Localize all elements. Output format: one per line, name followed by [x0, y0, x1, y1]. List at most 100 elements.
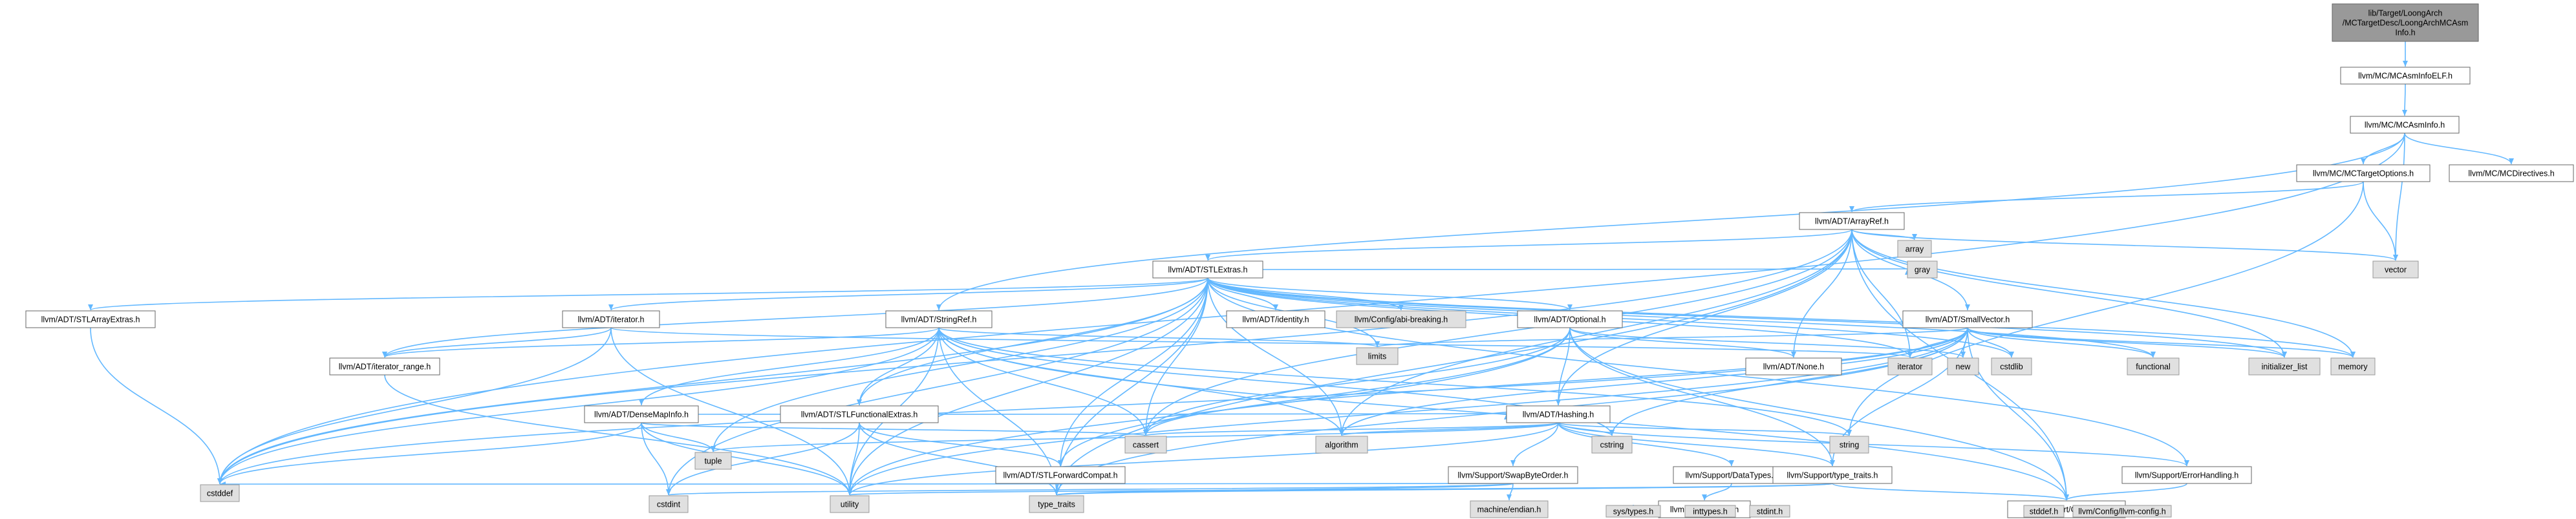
node-densemapinfo[interactable]: llvm/ADT/DenseMapInfo.h: [584, 405, 699, 423]
edge-hashing-to-swapbyteorder: [1510, 422, 1559, 467]
node-smallvector[interactable]: llvm/ADT/SmallVector.h: [1902, 310, 2033, 328]
node-string[interactable]: string: [1829, 436, 1869, 454]
node-utility[interactable]: utility: [830, 495, 870, 513]
node-array[interactable]: array: [1897, 240, 1932, 258]
edge-smallvector-to-limits: [1375, 327, 1968, 348]
node-stringref[interactable]: llvm/ADT/StringRef.h: [885, 310, 993, 328]
edge-stringref-to-densemapinfo: [639, 327, 939, 406]
edge-smallvector-to-memory: [1967, 327, 2356, 358]
edge-stlextras-to-utility: [847, 277, 1208, 496]
node-hashing[interactable]: llvm/ADT/Hashing.h: [1506, 405, 1611, 423]
node-box: [830, 495, 870, 513]
node-sys-types[interactable]: sys/types.h: [1605, 505, 1661, 518]
node-optional[interactable]: llvm/ADT/Optional.h: [1517, 310, 1623, 328]
node-memory[interactable]: memory: [2330, 357, 2376, 376]
edge-stlextras-to-stlarrayextras: [88, 277, 1208, 311]
node-cstdint[interactable]: cstdint: [649, 495, 689, 513]
node-stlarrayextras[interactable]: llvm/ADT/STLArrayExtras.h: [25, 310, 156, 328]
node-box: [2072, 505, 2172, 518]
node-swapbyteorder[interactable]: llvm/Support/SwapByteOrder.h: [1448, 466, 1578, 484]
node-box: [1356, 347, 1399, 365]
node-box: [1605, 505, 1661, 518]
node-functional[interactable]: functional: [2127, 357, 2180, 376]
node-gray[interactable]: gray: [1907, 260, 1938, 279]
node-label: llvm/MC/MCAsmInfoELF.h: [2358, 72, 2453, 81]
node-machine-endian[interactable]: machine/endian.h: [1470, 500, 1549, 518]
node-label: machine/endian.h: [1477, 505, 1541, 514]
node-label: tuple: [704, 457, 722, 466]
node-llvm-config[interactable]: llvm/Config/llvm-config.h: [2072, 505, 2172, 518]
edge-densemapinfo-to-cstddef: [217, 422, 642, 485]
node-stdint[interactable]: stdint.h: [1749, 505, 1790, 518]
node-box: [2332, 3, 2479, 42]
node-algorithm[interactable]: algorithm: [1315, 436, 1368, 454]
node-label: llvm/ADT/STLFunctionalExtras.h: [801, 410, 918, 419]
node-arrayref[interactable]: llvm/ADT/ArrayRef.h: [1799, 212, 1905, 230]
node-stlextras[interactable]: llvm/ADT/STLExtras.h: [1152, 260, 1263, 279]
node-mcasminfo[interactable]: llvm/MC/MCAsmInfo.h: [2350, 116, 2460, 134]
node-label: llvm/Config/llvm-config.h: [2078, 507, 2166, 516]
node-label: llvm/ADT/StringRef.h: [901, 315, 977, 324]
node-box: [200, 484, 240, 502]
node-label: llvm/ADT/iterator.h: [578, 315, 645, 324]
node-cstddef[interactable]: cstddef: [200, 484, 240, 502]
edge-optional-to-compiler: [1569, 327, 2069, 501]
node-box: [1448, 466, 1578, 484]
edge-arrayref-to-stlextras: [1205, 229, 1852, 261]
node-abibreaking[interactable]: llvm/Config/abi-breaking.h: [1336, 310, 1466, 328]
node-iterator[interactable]: llvm/ADT/iterator.h: [562, 310, 660, 328]
node-box: [1947, 357, 1979, 376]
node-type-traits-h[interactable]: llvm/Support/type_traits.h: [1772, 466, 1893, 484]
edge-swapbyteorder-to-cstddef: [219, 481, 1514, 487]
edge-stlfunctionalextras-to-cstdint: [666, 422, 860, 496]
node-root[interactable]: lib/Target/LoongArch/MCTargetDesc/LoongA…: [2332, 3, 2479, 42]
node-cstdlib[interactable]: cstdlib: [1991, 357, 2032, 376]
node-stlforwardcompat[interactable]: llvm/ADT/STLForwardCompat.h: [995, 466, 1126, 484]
node-new[interactable]: new: [1947, 357, 1979, 376]
edge-hashing-to-errorhandling: [1558, 422, 2189, 467]
node-inttypes[interactable]: inttypes.h: [1684, 505, 1736, 518]
node-label: llvm/ADT/ArrayRef.h: [1815, 217, 1889, 226]
edge-stlextras-to-memory: [1207, 277, 2356, 358]
node-box: [1517, 310, 1623, 328]
node-box: [2296, 164, 2431, 182]
edge-hashing-to-string: [1558, 422, 1852, 436]
node-mctargetoptions[interactable]: llvm/MC/MCTargetOptions.h: [2296, 164, 2431, 182]
node-type-traits[interactable]: type_traits: [1029, 495, 1084, 513]
node-limits[interactable]: limits: [1356, 347, 1399, 365]
node-vector[interactable]: vector: [2372, 260, 2419, 279]
node-box: [1887, 357, 1933, 376]
node-label: llvm/ADT/STLExtras.h: [1168, 266, 1248, 275]
node-tuple[interactable]: tuple: [694, 452, 732, 470]
node-label: lib/Target/LoongArch: [2368, 9, 2443, 18]
edge-iterator-to-iterator-range: [382, 327, 612, 358]
node-mcdirectives[interactable]: llvm/MC/MCDirectives.h: [2449, 164, 2574, 182]
node-errorhandling[interactable]: llvm/Support/ErrorHandling.h: [2121, 466, 2252, 484]
node-stlfunctionalextras[interactable]: llvm/ADT/STLFunctionalExtras.h: [780, 405, 939, 423]
edge-arrayref-to-cstddef: [217, 229, 1852, 485]
node-label: memory: [2338, 363, 2368, 372]
node-label: gray: [1915, 266, 1931, 275]
node-cassert[interactable]: cassert: [1124, 436, 1167, 454]
node-box: [1124, 436, 1167, 454]
node-iterator-range[interactable]: llvm/ADT/iterator_range.h: [329, 357, 440, 376]
node-box: [2350, 116, 2460, 134]
node-label: llvm/MC/MCTargetOptions.h: [2313, 169, 2414, 178]
edge-stringref-to-limits: [938, 327, 1380, 348]
node-box: [1506, 405, 1611, 423]
edge-smallvector-to-functional: [1967, 327, 2156, 358]
node-datatypes[interactable]: llvm/Support/DataTypes.h: [1673, 466, 1790, 484]
node-initializer-list[interactable]: initializer_list: [2248, 357, 2321, 376]
edge-arrayref-to-algorithm: [1339, 229, 1852, 436]
node-identity[interactable]: llvm/ADT/identity.h: [1226, 310, 1326, 328]
node-stddef[interactable]: stddef.h: [2023, 505, 2065, 518]
edge-densemapinfo-to-utility: [641, 422, 852, 496]
edge-smallvector-to-algorithm: [1339, 327, 1968, 436]
edge-hashing-to-cassert: [1143, 422, 1559, 436]
node-none[interactable]: llvm/ADT/None.h: [1745, 357, 1842, 376]
edge-hashing-to-type-traits-h: [1558, 422, 1835, 467]
node-iterator-sys[interactable]: iterator: [1887, 357, 1933, 376]
node-cstring[interactable]: cstring: [1591, 436, 1633, 454]
edge-stlextras-to-tuple: [711, 277, 1208, 452]
node-mcasminfoelf[interactable]: llvm/MC/MCAsmInfoELF.h: [2340, 67, 2471, 85]
